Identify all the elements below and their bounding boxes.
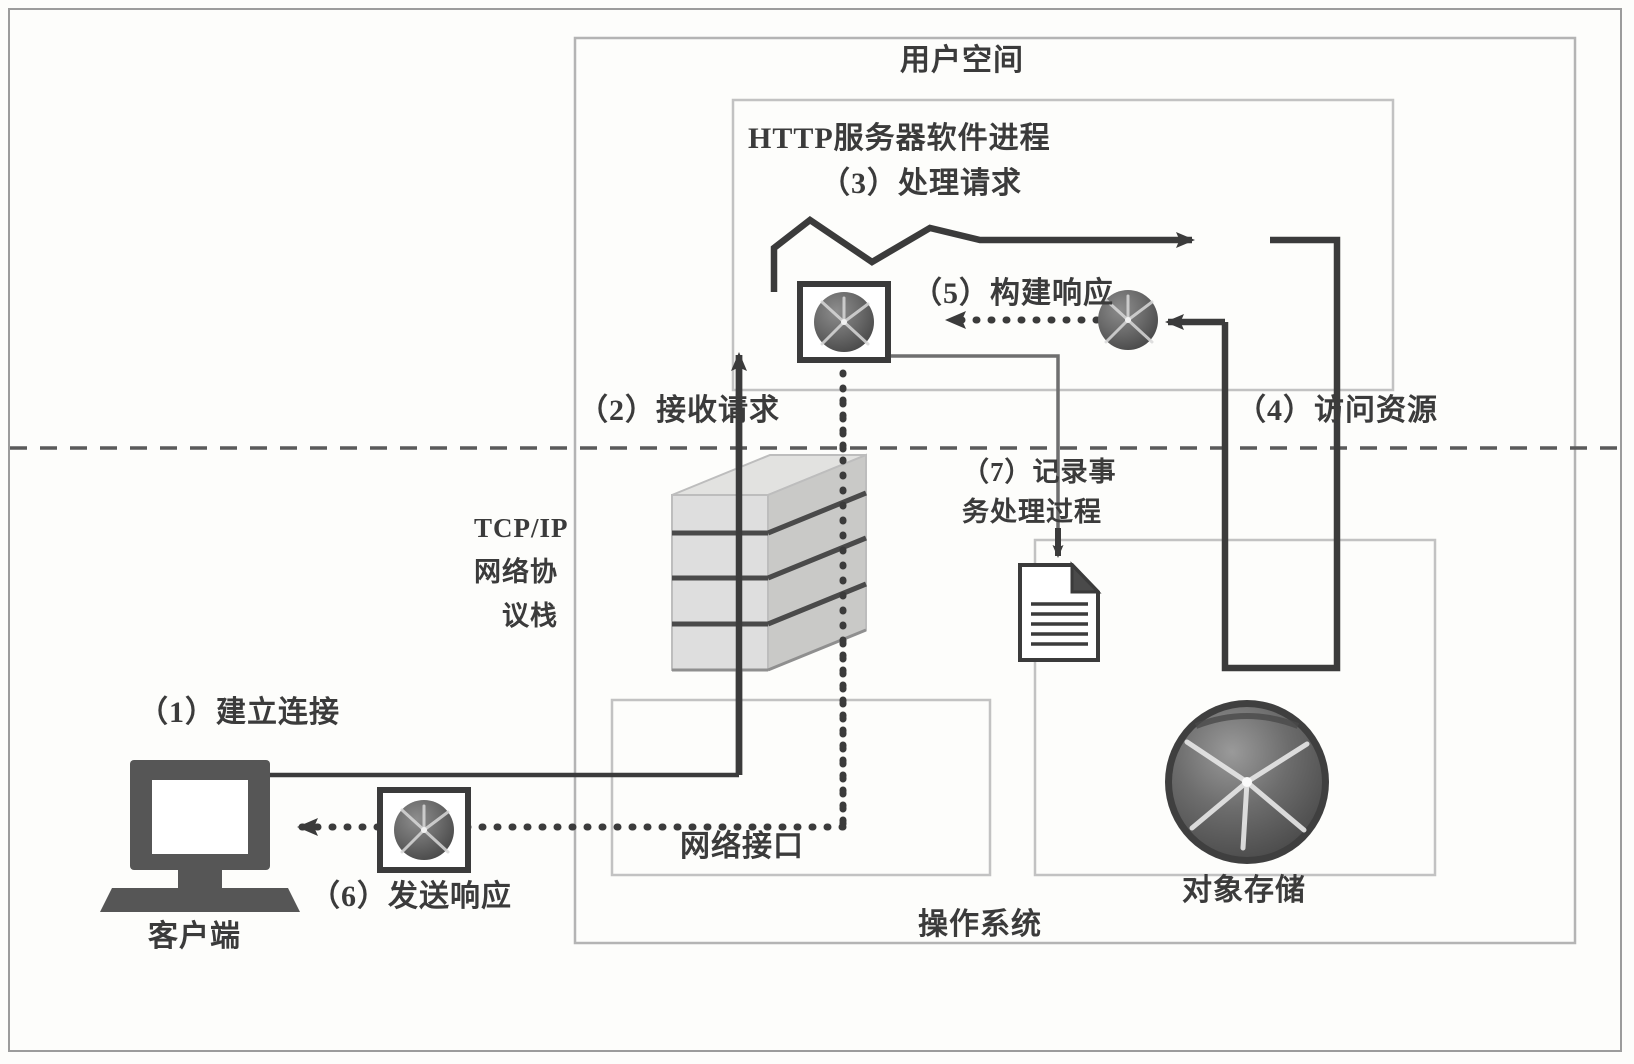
tcpip-label-line1: TCP/IP (474, 513, 569, 543)
step-5-label: （5）构建响应 (912, 277, 1114, 310)
client-label: 客户端 (148, 920, 241, 953)
step-2-label: （2）接收请求 (578, 394, 780, 427)
desktop-computer-icon (100, 760, 300, 912)
http-process-box (731, 98, 1395, 392)
tcpip-label-line2: 网络协 (474, 557, 558, 587)
step-1-label: （1）建立连接 (138, 696, 340, 729)
object-storage-label: 对象存储 (1182, 874, 1306, 907)
tcpip-label-line3: 议栈 (502, 601, 558, 631)
step-7-label-line2: 务处理过程 (962, 497, 1102, 527)
user-space-title: 用户空间 (900, 44, 1024, 77)
stack-crossing-lines (735, 355, 847, 831)
network-interface-box (610, 698, 992, 877)
step-6-label: （6）发送响应 (310, 880, 512, 913)
step-3-label: （3）处理请求 (820, 167, 1022, 200)
process-request-zigzag-arrow (770, 215, 1195, 292)
protocol-stack-icon (671, 453, 867, 672)
os-title: 操作系统 (918, 908, 1042, 941)
gear-icon-left-boxed (797, 281, 891, 363)
transaction-log-path (890, 354, 1060, 540)
user-space-box (573, 36, 1577, 945)
network-interface-label: 网络接口 (680, 830, 804, 863)
document-icon (1018, 561, 1102, 662)
access-resource-path (1165, 236, 1341, 672)
gear-icon-right (1098, 290, 1158, 350)
step-7-label-line1: （7）记录事 (962, 457, 1117, 487)
object-storage-box (1033, 538, 1437, 877)
http-process-title: HTTP服务器软件进程 (748, 122, 1051, 155)
disk-platter-icon (1165, 700, 1329, 864)
outer-border (8, 8, 1622, 1052)
step-4-label: （4）访问资源 (1236, 394, 1438, 427)
gear-icon-network-boxed (377, 787, 471, 873)
